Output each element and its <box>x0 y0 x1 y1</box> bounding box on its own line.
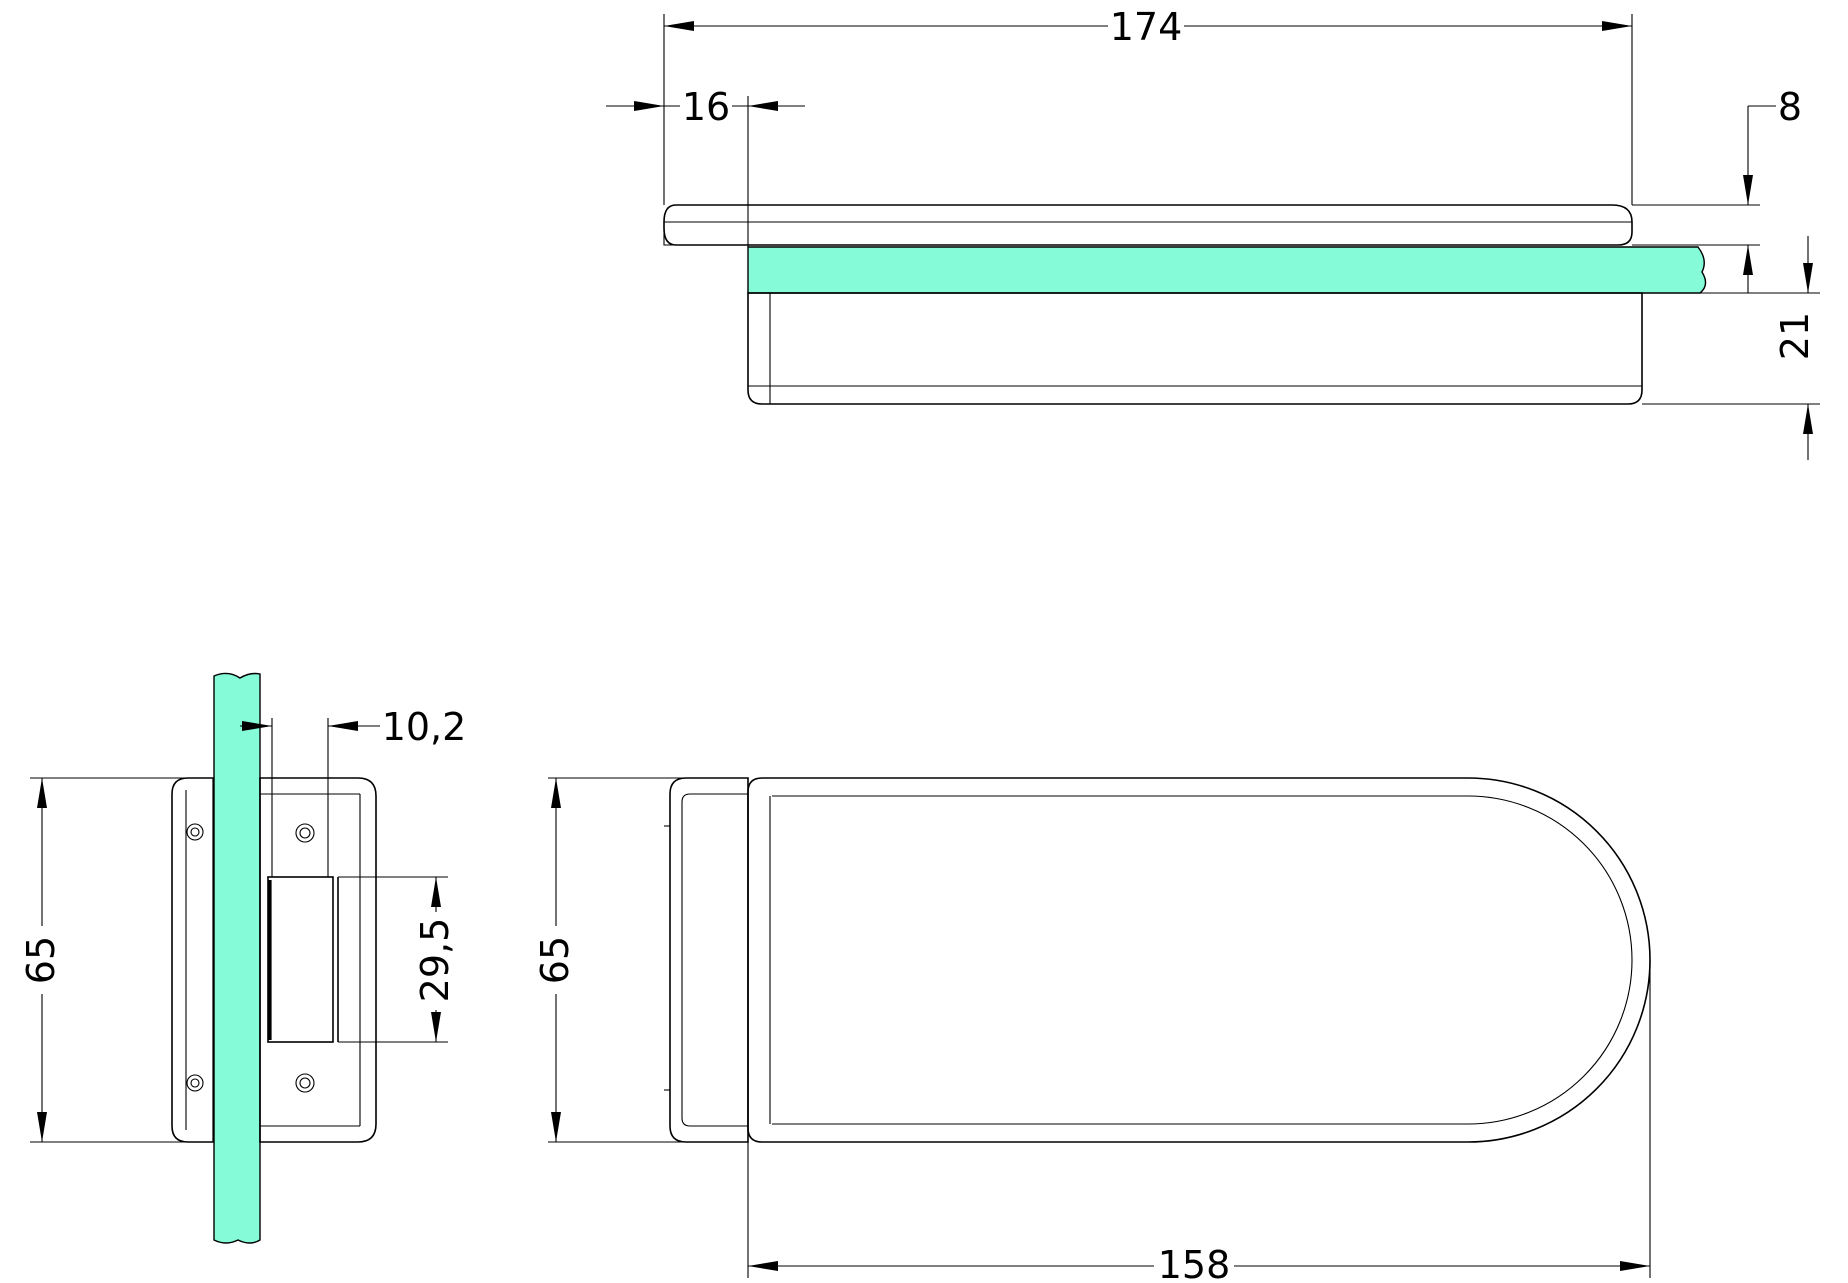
side-left-plate <box>171 777 215 1143</box>
dim-29-5-label: 29,5 <box>413 918 457 1003</box>
side-right-plate <box>259 777 377 1143</box>
screw-icon <box>295 823 315 843</box>
top-cover-tab <box>663 230 676 246</box>
screw-icon <box>190 827 200 837</box>
front-clamp-inner <box>681 793 748 1127</box>
top-cover-plate <box>663 204 1633 246</box>
dim-174-label-bg <box>1108 6 1184 46</box>
front-body <box>747 777 1651 1143</box>
screw-icon <box>299 827 311 839</box>
dim-65-front-label: 65 <box>533 936 577 984</box>
screw-icon <box>295 1073 315 1093</box>
dim-65-front-label-bg <box>534 926 578 994</box>
top-housing-body <box>747 292 1643 405</box>
dim-10-2-label: 10,2 <box>382 705 467 749</box>
dim-16-label: 16 <box>682 85 730 129</box>
glass-panel-top <box>747 246 1707 294</box>
dim-21-label: 21 <box>1773 312 1817 360</box>
dim-16-label-bg <box>680 86 732 126</box>
dim-65-side-label: 65 <box>19 936 63 984</box>
screw-icon <box>186 823 204 841</box>
screw-icon <box>186 1074 204 1092</box>
front-body-inner <box>772 795 1633 1125</box>
dim-29-5-label-bg <box>414 912 458 1010</box>
screw-icon <box>190 1078 200 1088</box>
dim-8-label: 8 <box>1778 85 1802 129</box>
dim-65-side-label-bg <box>20 926 64 994</box>
dim-158-label: 158 <box>1158 1243 1231 1283</box>
glass-panel-side <box>213 672 261 1244</box>
screw-icon <box>299 1077 311 1089</box>
dim-174-label: 174 <box>1110 5 1183 49</box>
front-view: 65 158 <box>533 777 1651 1283</box>
hinge-barrel <box>267 876 334 1043</box>
top-view: 174 16 8 21 <box>606 5 1820 460</box>
dim-158-label-bg <box>1154 1244 1234 1283</box>
side-view: 10,2 29,5 65 <box>19 672 467 1244</box>
